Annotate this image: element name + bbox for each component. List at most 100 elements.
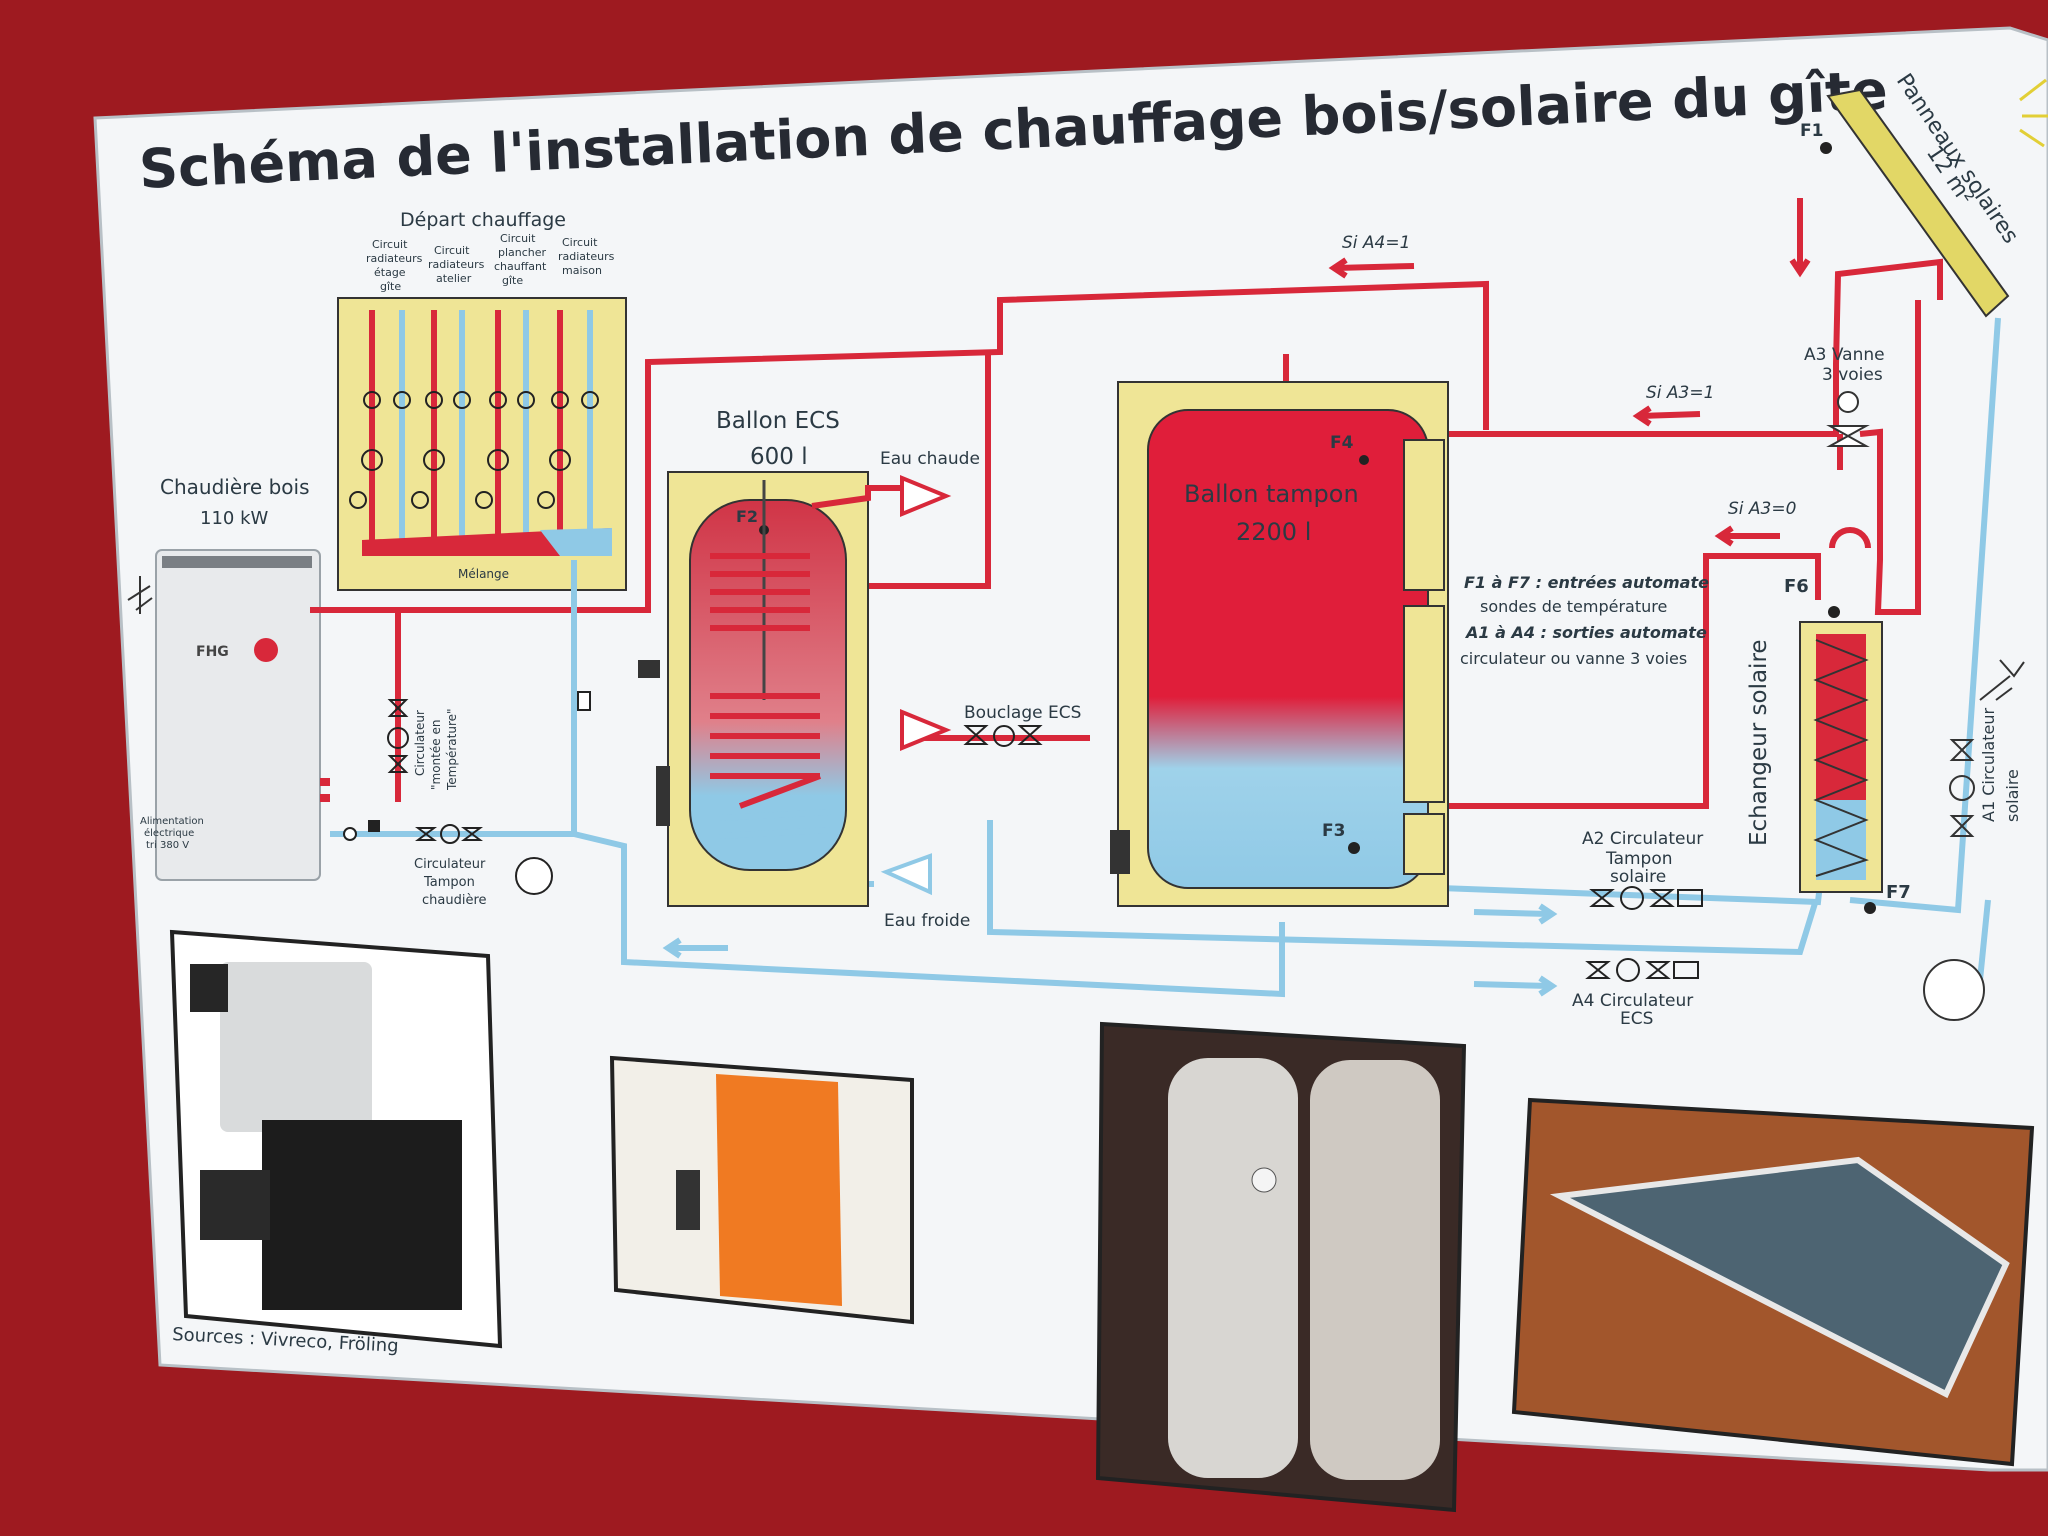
brand-logo-icon <box>254 638 278 662</box>
a2-solaire: solaire <box>1610 867 1666 887</box>
bouclage-label: Bouclage ECS <box>964 703 1081 723</box>
circuit4-line2: radiateurs <box>558 250 615 263</box>
depart-chauffage-label: Départ chauffage <box>400 209 566 231</box>
f3-label: F3 <box>1322 821 1345 841</box>
boiler-valve-icon <box>368 820 380 832</box>
solar-panel <box>1826 88 2010 318</box>
ballon-tampon-volume: 2200 l <box>1236 518 1311 546</box>
eau-chaude-arrow-icon <box>900 475 952 517</box>
f2-label: F2 <box>736 507 758 526</box>
eau-chaude-pipe <box>811 485 900 509</box>
si-a3-1-label: Si A3=1 <box>1646 383 1714 403</box>
si-a3-0-label: Si A3=0 <box>1728 499 1796 519</box>
boiler-port-1 <box>320 778 330 786</box>
f7-sensor <box>1864 902 1876 914</box>
a4-pump-icon[interactable] <box>1585 958 1699 982</box>
f7-label: F7 <box>1886 882 1911 903</box>
circ-montee-line3: Température" <box>445 708 459 791</box>
boiler-photo-body <box>262 1120 462 1310</box>
chaudiere-top <box>162 556 312 568</box>
bouclage-valves <box>963 725 1043 747</box>
circuit2-line1: Circuit <box>434 244 470 257</box>
f1-label: F1 <box>1800 121 1823 141</box>
manifold-valves <box>349 391 599 509</box>
ecs-coil-cold <box>719 809 831 839</box>
eau-chaude-label: Eau chaude <box>880 449 980 469</box>
circ-montee-line2: "montée en <box>429 720 443 790</box>
ballon-ecs-label: Ballon ECS <box>716 408 840 434</box>
a3-vanne-label: A3 Vanne <box>1804 345 1885 365</box>
circ-tampon-line1: Circulateur <box>414 857 486 872</box>
motor-valve-icon[interactable] <box>1837 391 1859 413</box>
sun-icon <box>2019 78 2048 148</box>
echangeur-label: Echangeur solaire <box>1746 639 1772 846</box>
a2-label: A2 Circulateur <box>1582 829 1703 849</box>
exchanger-photo-pump <box>676 1170 700 1230</box>
ecs-heater <box>638 660 660 678</box>
circuit3-line4: gîte <box>502 274 523 287</box>
tank-photo-left <box>1168 1058 1298 1478</box>
f6-label: F6 <box>1784 576 1809 597</box>
thermostat-icon <box>127 576 153 614</box>
ballon-ecs-volume: 600 l <box>750 444 808 470</box>
alimentation-line2: électrique <box>144 827 194 839</box>
flow-arrows <box>662 198 1811 997</box>
a3-valve-icon[interactable] <box>1826 425 1870 447</box>
echangeur-core-cold <box>1816 800 1866 880</box>
melange-bar-cold <box>540 528 612 556</box>
chaudiere-boiler <box>155 549 321 881</box>
circuit1-line4: gîte <box>380 280 401 293</box>
tank-photo-gauge <box>1251 1167 1277 1193</box>
circuit-labels: Circuit radiateurs étage gîte Circuit ra… <box>366 232 615 293</box>
boiler-photo-panel <box>190 964 228 1012</box>
chaudiere-power: 110 kW <box>200 508 269 529</box>
circ-tampon-line3: chaudière <box>422 893 487 908</box>
boiler-sensor-icon <box>343 827 357 841</box>
si-a4-label: Si A4=1 <box>1342 233 1410 253</box>
alimentation-line3: tri 380 V <box>146 840 189 851</box>
tampon-port <box>1110 830 1130 874</box>
legend2-bold: A1 à A4 : sorties automate <box>1464 623 1707 642</box>
bypass-loop <box>1829 527 1871 549</box>
legend1-text: sondes de température <box>1480 597 1667 616</box>
a1-pump-icon[interactable] <box>1949 739 1975 837</box>
melange-label: Mélange <box>458 567 509 581</box>
ecs-coil-upper <box>710 553 810 631</box>
chaudiere-label: Chaudière bois <box>160 475 309 499</box>
circuit2-line3: atelier <box>436 272 472 285</box>
f1-sensor <box>1820 142 1832 154</box>
a4-ecs: ECS <box>1620 1009 1653 1029</box>
circuit1-line2: radiateurs <box>366 252 423 265</box>
ecs-port-left <box>656 766 670 826</box>
echangeur-coil <box>1813 639 1869 877</box>
a1-label: A1 Circulateur <box>1979 708 1998 823</box>
circuit4-line1: Circuit <box>562 236 598 249</box>
legend1-bold: F1 à F7 : entrées automate <box>1464 573 1709 592</box>
expansion-vessel-icon <box>515 857 553 895</box>
a2-tampon: Tampon <box>1605 849 1673 869</box>
legend2-text: circulateur ou vanne 3 voies <box>1460 649 1687 668</box>
exchanger-photo-panel <box>716 1074 842 1306</box>
safety-valve-icon <box>1979 659 2025 701</box>
f4-sensor <box>1359 455 1369 465</box>
f6-sensor <box>1828 606 1840 618</box>
circuit1-line3: étage <box>374 266 406 279</box>
boiler-photo-motor <box>200 1170 270 1240</box>
circ-montee-pump-icon[interactable] <box>387 699 409 773</box>
circuit3-line2: plancher <box>498 246 547 259</box>
bouclage-arrow-icon <box>900 709 952 751</box>
eau-froide-arrow-icon <box>880 853 932 896</box>
a3-vanne-sub: 3 voies <box>1822 365 1883 385</box>
circuit2-line2: radiateurs <box>428 258 485 271</box>
a4-label: A4 Circulateur <box>1572 991 1693 1011</box>
eau-froide-label: Eau froide <box>884 911 970 931</box>
tampon-side-ports <box>1403 439 1445 875</box>
circuit1-line1: Circuit <box>372 238 408 251</box>
tank-photo-right <box>1310 1060 1440 1480</box>
manifold-pipes <box>369 310 593 540</box>
a2-pump-icon[interactable] <box>1589 886 1703 910</box>
circ-tampon-chaudiere-pump-icon[interactable] <box>415 824 483 844</box>
f4-label: F4 <box>1330 433 1354 453</box>
